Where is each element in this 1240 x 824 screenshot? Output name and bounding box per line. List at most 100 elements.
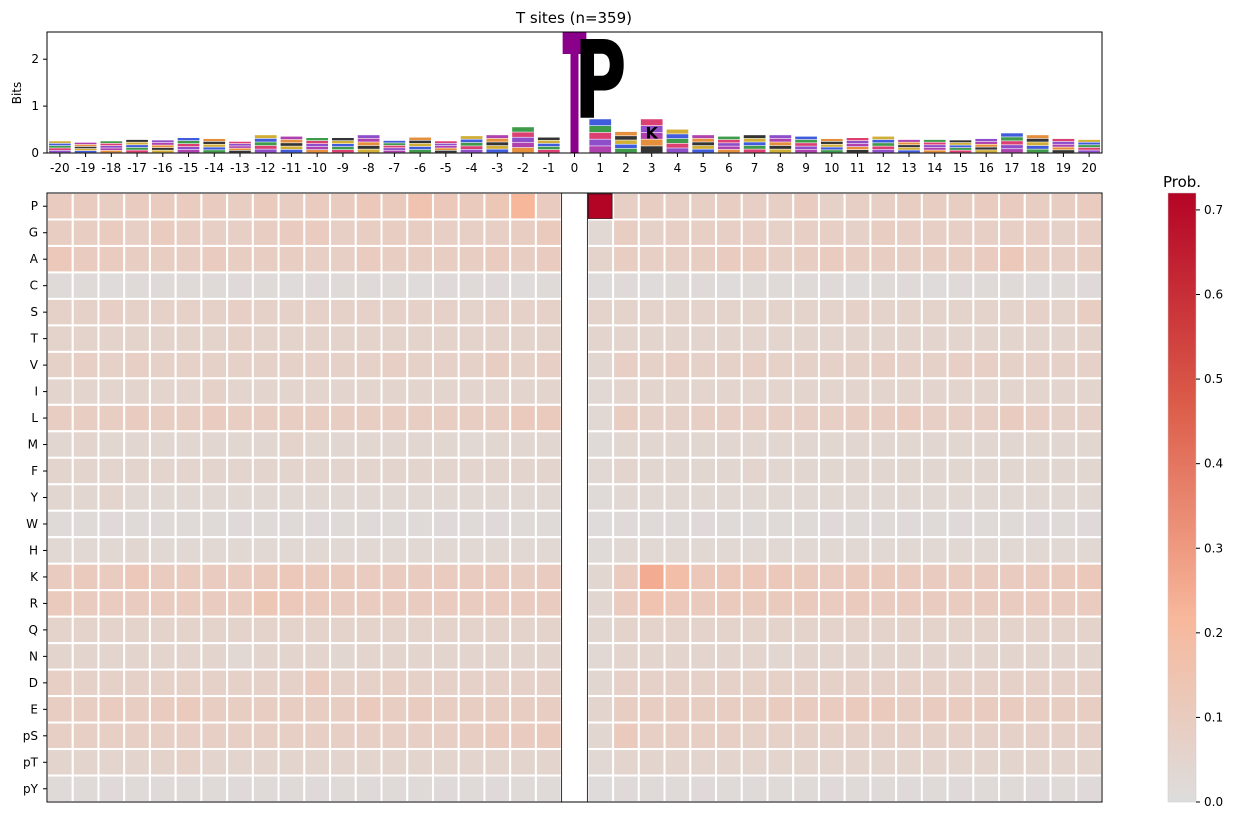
heatmap-y-tick-label: K <box>30 570 39 584</box>
logo-stack-band <box>718 146 740 150</box>
heatmap-cell <box>1023 350 1052 380</box>
heatmap-cell <box>226 271 254 300</box>
heatmap-cell <box>97 774 126 803</box>
heatmap-cell <box>998 668 1026 698</box>
heatmap-cell <box>123 244 151 274</box>
heatmap-cell <box>740 615 769 645</box>
heatmap-cell <box>998 297 1026 327</box>
logo-x-tick-label: 2 <box>622 161 630 175</box>
heatmap-cell <box>71 430 100 459</box>
logo-stack-band <box>820 138 843 142</box>
heatmap-cell <box>174 562 203 592</box>
heatmap-cell-outline <box>587 193 613 219</box>
heatmap-cell <box>1023 668 1052 698</box>
heatmap-cell <box>663 642 692 671</box>
heatmap-cell <box>534 456 563 486</box>
colorbar-gradient <box>1168 193 1196 802</box>
heatmap-cell <box>226 615 254 645</box>
heatmap-cell <box>637 403 666 433</box>
heatmap-cell <box>612 668 640 698</box>
heatmap-cell <box>663 456 692 486</box>
heatmap-cell <box>766 350 795 380</box>
logo-stack-band <box>332 146 354 150</box>
logo-stack-band <box>280 136 303 140</box>
heatmap-cell <box>663 350 692 380</box>
heatmap-cell <box>123 350 151 380</box>
heatmap-cell <box>251 774 280 803</box>
logo-stack-band <box>409 137 431 141</box>
heatmap-cell <box>1049 536 1078 565</box>
heatmap-cell <box>689 536 718 565</box>
logo-stack-band <box>820 150 843 153</box>
heatmap-cell <box>663 562 692 592</box>
heatmap-cell <box>200 695 229 724</box>
heatmap-cell <box>946 668 975 698</box>
heatmap-cell <box>329 192 357 221</box>
heatmap-cell <box>406 509 434 539</box>
heatmap-cell <box>71 774 100 803</box>
heatmap-cell <box>354 536 383 565</box>
heatmap-cell <box>998 350 1026 380</box>
logo-x-tick-label: -19 <box>76 161 96 175</box>
colorbar-tick-label: 0.3 <box>1204 541 1223 555</box>
heatmap-cell <box>251 721 280 751</box>
heatmap-cell <box>843 615 872 645</box>
heatmap-cell <box>998 456 1026 486</box>
heatmap-cell <box>483 192 512 221</box>
heatmap-cell <box>920 403 949 433</box>
heatmap-cell <box>303 218 332 247</box>
heatmap-cell <box>920 615 949 645</box>
heatmap-cell <box>895 615 923 645</box>
logo-stack-band <box>795 136 817 140</box>
heatmap-cell <box>277 403 306 433</box>
heatmap-cell <box>869 483 898 512</box>
heatmap-cell <box>740 297 769 327</box>
heatmap-cell <box>1075 695 1104 724</box>
heatmap-cell <box>792 377 820 406</box>
heatmap-cell <box>946 748 975 777</box>
logo-stack-band <box>1001 141 1023 145</box>
heatmap-cell <box>431 403 460 433</box>
heatmap-cell <box>715 456 743 486</box>
heatmap-cell <box>998 430 1026 459</box>
heatmap-cell <box>509 377 537 406</box>
logo-stack-band <box>512 132 534 137</box>
heatmap-y-tick-label: Q <box>29 623 38 637</box>
logo-stack-band <box>383 148 406 150</box>
heatmap-cell <box>792 589 820 618</box>
heatmap-cell <box>354 615 383 645</box>
logo-letter-K: K <box>645 124 658 143</box>
heatmap-cell <box>431 721 460 751</box>
logo-stack-band <box>949 150 972 153</box>
logo-stack-band <box>1026 145 1049 149</box>
heatmap-cell <box>303 615 332 645</box>
heatmap-cell <box>920 721 949 751</box>
heatmap-cell <box>71 192 100 221</box>
heatmap-cell <box>406 192 434 221</box>
heatmap-cell <box>354 297 383 327</box>
heatmap-cell <box>174 642 203 671</box>
heatmap-cell <box>251 615 280 645</box>
heatmap-cell <box>534 695 563 724</box>
heatmap-cell <box>972 748 1001 777</box>
heatmap-cell <box>354 721 383 751</box>
heatmap-cell <box>637 377 666 406</box>
logo-stack-band <box>743 149 766 153</box>
heatmap-cell <box>946 483 975 512</box>
heatmap-cell <box>663 536 692 565</box>
heatmap-cell <box>895 297 923 327</box>
heatmap-cell <box>843 668 872 698</box>
logo-stack-band <box>872 149 895 153</box>
heatmap-cell <box>97 350 126 380</box>
heatmap-cell <box>895 403 923 433</box>
logo-stack-band <box>846 149 869 153</box>
logo-x-tick-label: 18 <box>1030 161 1045 175</box>
heatmap-cell <box>457 218 486 247</box>
heatmap-cell <box>972 192 1001 221</box>
heatmap-cell <box>766 456 795 486</box>
logo-stack-band <box>769 145 792 149</box>
heatmap-cell <box>1023 218 1052 247</box>
heatmap-cell <box>1023 456 1052 486</box>
heatmap-cell <box>226 721 254 751</box>
heatmap-cell <box>946 297 975 327</box>
